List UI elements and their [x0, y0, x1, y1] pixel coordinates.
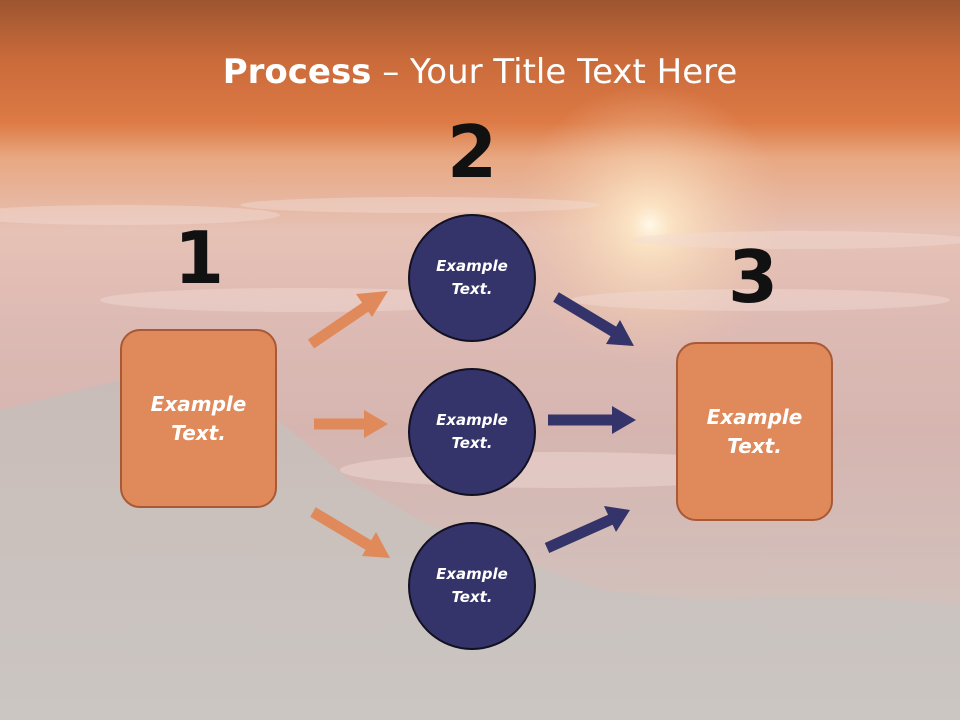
circle-top-text: Example Text. [436, 257, 508, 298]
step-number-3: 3 [727, 235, 779, 319]
navy-arrow-right [548, 406, 636, 434]
title-bold: Process [222, 52, 372, 92]
process-circle-middle: Example Text. [408, 368, 536, 496]
page-title: Process – Your Title Text Here [0, 52, 960, 92]
orange-arrow-up [307, 291, 388, 349]
step-number-1: 1 [173, 216, 225, 300]
orange-arrow-right [314, 410, 388, 438]
title-rest: – Your Title Text Here [371, 52, 738, 92]
circle-bottom-text: Example Text. [436, 565, 508, 606]
circle-middle-text: Example Text. [436, 411, 508, 452]
navy-arrow-up [544, 506, 630, 554]
step-3-text: Example Text. [706, 404, 803, 458]
step-3-box: Example Text. [676, 342, 833, 521]
orange-arrow-down [310, 507, 390, 558]
step-1-text: Example Text. [150, 391, 247, 445]
process-circle-top: Example Text. [408, 214, 536, 342]
process-circle-bottom: Example Text. [408, 522, 536, 650]
navy-arrow-down [553, 292, 634, 346]
step-number-2: 2 [446, 110, 498, 194]
step-1-box: Example Text. [120, 329, 277, 508]
